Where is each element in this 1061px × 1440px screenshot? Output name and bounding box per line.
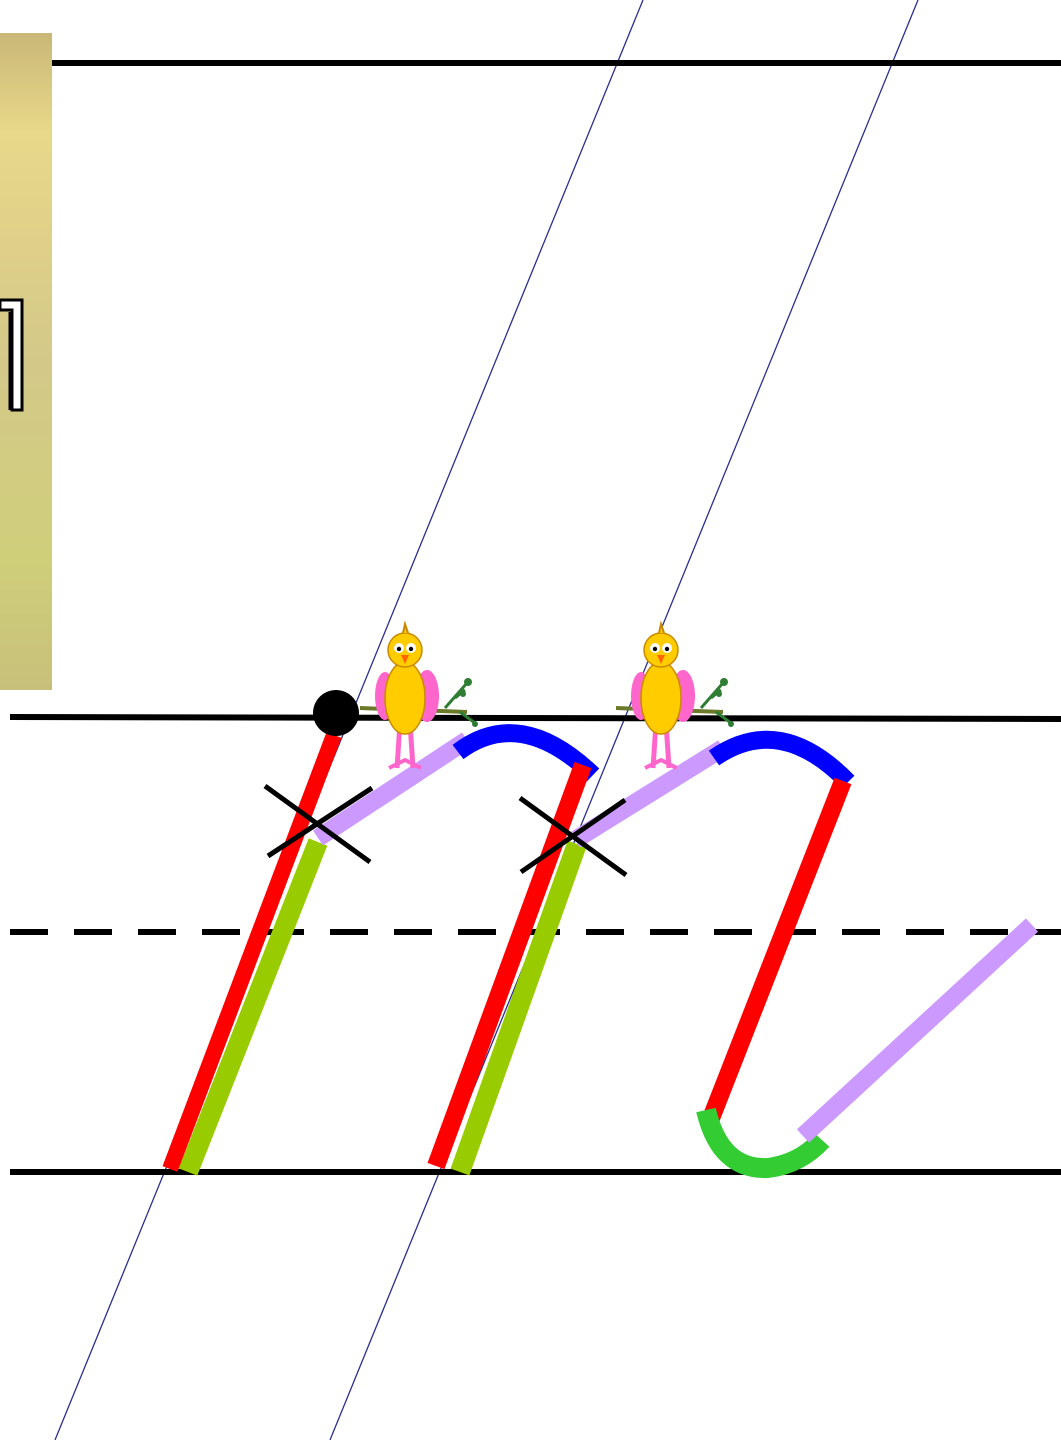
connector-stroke-2 xyxy=(570,740,728,848)
exit-stroke xyxy=(796,918,1039,1143)
retrace-stroke-1 xyxy=(178,838,328,1176)
connector-stroke-1 xyxy=(313,732,472,846)
downstroke-2 xyxy=(427,761,592,1170)
letter-strokes xyxy=(162,724,1039,1179)
upper-ruling-line xyxy=(9,714,1061,722)
arch-stroke-2 xyxy=(708,730,855,789)
side-panel xyxy=(0,33,52,690)
cross-mark-icon xyxy=(518,795,628,878)
downstroke-1 xyxy=(162,732,342,1172)
downstroke-3 xyxy=(699,777,852,1130)
arch-stroke-1 xyxy=(452,724,600,782)
cross-mark-icon xyxy=(263,783,374,865)
retrace-stroke-2 xyxy=(450,840,587,1176)
start-dot-icon xyxy=(313,690,359,736)
ruling-lines xyxy=(9,60,1061,1175)
hook-stroke xyxy=(696,1107,830,1179)
